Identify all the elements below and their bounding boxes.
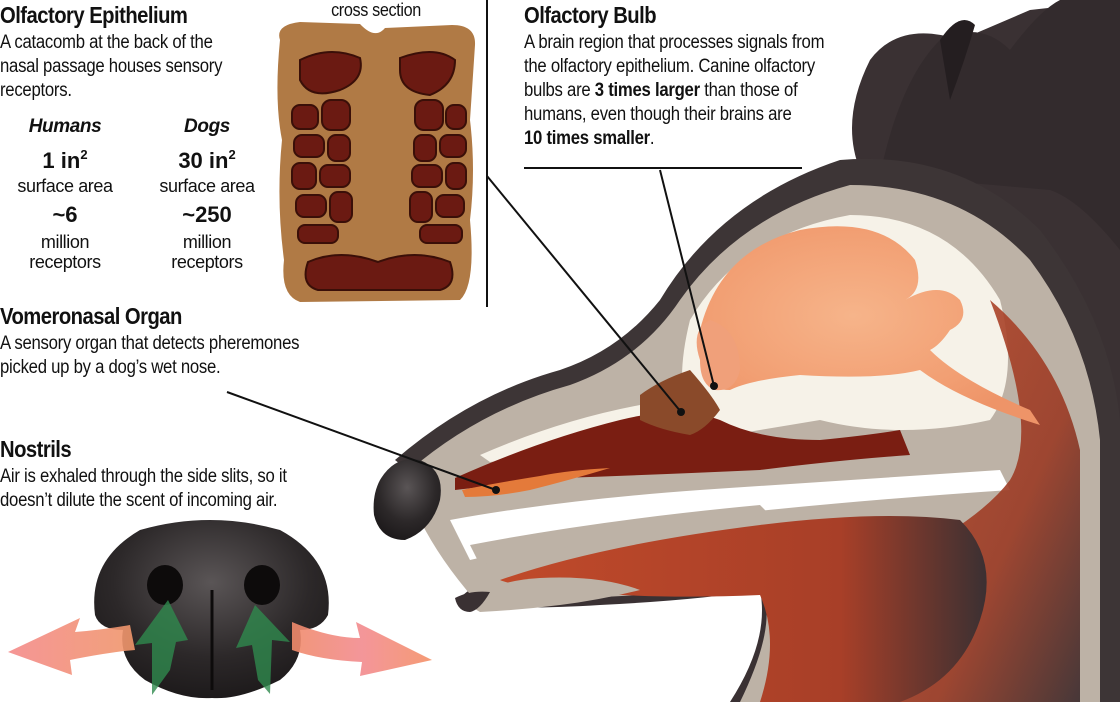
exhale-arrow-right	[292, 622, 432, 676]
vomeronasal-title: Vomeronasal Organ	[0, 303, 182, 329]
dogs-label: Dogs	[184, 116, 230, 137]
inhale-arrow-left	[135, 600, 188, 695]
humans-area-value: 1 in2	[42, 147, 88, 173]
dogs-receptor-label-2: receptors	[171, 252, 243, 272]
humans-receptor-label-2: receptors	[29, 252, 101, 272]
epithelium-desc-line-2: nasal passage houses sensory	[0, 56, 223, 77]
inhale-arrow-right	[236, 605, 290, 694]
hard-palate	[450, 470, 1010, 560]
bulb-desc-line-5: 10 times smaller.	[524, 128, 655, 149]
bulb-pointer-dot	[710, 382, 718, 390]
bulb-section: Olfactory Bulb A brain region that proce…	[524, 2, 865, 151]
epithelium-desc-line-1: A catacomb at the back of the	[0, 32, 213, 53]
side-nose	[373, 459, 441, 540]
epithelium-title: Olfactory Epithelium	[0, 2, 188, 28]
leader-lines	[226, 0, 802, 491]
humans-receptor-label-1: million	[40, 232, 90, 252]
bulb-leader-line	[659, 169, 715, 387]
brain	[696, 226, 1040, 425]
dogs-comparison: Dogs 30 in2 surface area ~250 million re…	[142, 116, 272, 272]
bulb-desc-line-3: bulbs are 3 times larger than those of	[524, 80, 798, 101]
nostrils-section: Nostrils Air is exhaled through the side…	[0, 436, 326, 513]
dogs-receptor-value: ~250	[182, 202, 232, 227]
nostrils-desc-line-2: doesn’t dilute the scent of incoming air…	[0, 490, 278, 511]
epithelium-leader-line	[486, 175, 682, 413]
epithelium-section: Olfactory Epithelium A catacomb at the b…	[0, 2, 253, 103]
vomeronasal-desc-line-1: A sensory organ that detects pheremones	[0, 333, 300, 354]
jaw-muscle	[500, 516, 987, 702]
humans-label: Humans	[28, 116, 102, 137]
lower-jaw	[460, 577, 640, 612]
bulb-desc-line-1: A brain region that processes signals fr…	[524, 32, 825, 53]
humans-receptor-value: ~6	[52, 202, 78, 227]
epithelium-pointer-dot	[677, 408, 685, 416]
vomeronasal-leader-line	[226, 391, 497, 491]
humans-area-label: surface area	[17, 176, 113, 196]
vomeronasal-pointer-dot	[492, 486, 500, 494]
nostrils-desc-line-1: Air is exhaled through the side slits, s…	[0, 466, 287, 487]
dogs-area-value: 30 in2	[178, 147, 236, 173]
humans-comparison: Humans 1 in2 surface area ~6 million rec…	[0, 116, 130, 272]
vomeronasal-section: Vomeronasal Organ A sensory organ that d…	[0, 303, 340, 380]
nostrils-title: Nostrils	[0, 436, 72, 462]
vomeronasal-desc-line-2: picked up by a dog’s wet nose.	[0, 357, 221, 378]
nasal-passage	[455, 412, 910, 490]
dogs-receptor-label-1: million	[182, 232, 232, 252]
front-nose-illustration	[94, 520, 329, 699]
dogs-area-label: surface area	[159, 176, 255, 196]
epithelium-desc-line-3: receptors.	[0, 80, 72, 101]
bulb-desc-line-4: humans, even though their brains are	[524, 104, 792, 125]
bulb-title: Olfactory Bulb	[524, 2, 657, 28]
cross-section-label: cross section	[331, 0, 421, 20]
cross-section-illustration	[277, 22, 476, 302]
exhale-arrow-left	[8, 618, 135, 675]
bulb-desc-line-2: the olfactory epithelium. Canine olfacto…	[524, 56, 815, 77]
